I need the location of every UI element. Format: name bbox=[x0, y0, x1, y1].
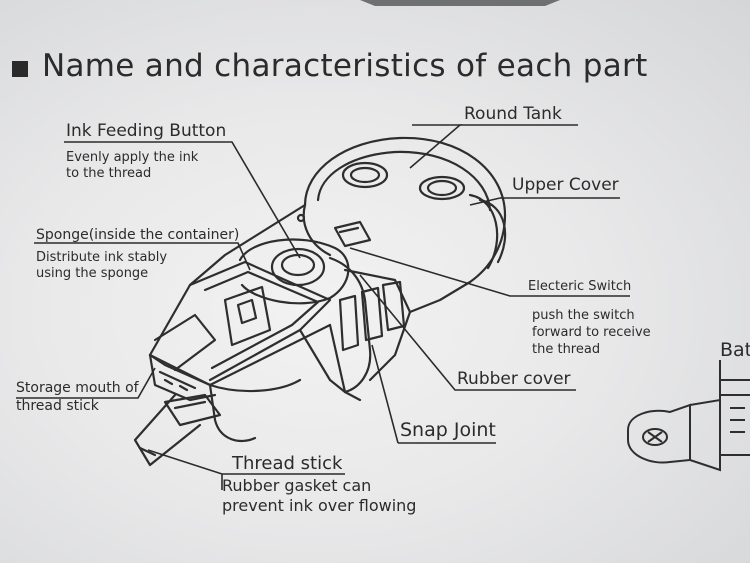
label-ink-feeding-button: Ink Feeding Button bbox=[66, 121, 227, 141]
desc-switch-2: forward to receive bbox=[532, 325, 651, 340]
label-electeric-switch: Electeric Switch bbox=[528, 279, 632, 294]
desc-sponge-1: Distribute ink stably bbox=[36, 250, 168, 265]
desc-switch-3: the thread bbox=[532, 342, 601, 357]
label-snap-joint: Snap Joint bbox=[400, 419, 496, 441]
page-title: Name and characteristics of each part bbox=[42, 48, 648, 84]
label-battery-partial: Bat bbox=[720, 339, 750, 361]
desc-ink-feeding-1: Evenly apply the ink bbox=[66, 150, 199, 165]
label-upper-cover: Upper Cover bbox=[512, 175, 619, 195]
title-bullet-icon bbox=[12, 61, 28, 77]
top-tab-shape bbox=[360, 0, 560, 6]
battery-partial-illustration bbox=[627, 360, 750, 472]
desc-switch-1: push the switch bbox=[532, 308, 635, 323]
title-row: Name and characteristics of each part bbox=[12, 48, 648, 84]
desc-thread-stick-2: prevent ink over flowing bbox=[222, 496, 417, 515]
label-storage-mouth-2: thread stick bbox=[16, 398, 99, 414]
label-thread-stick: Thread stick bbox=[232, 453, 343, 474]
label-sponge: Sponge(inside the container) bbox=[36, 227, 240, 243]
label-round-tank: Round Tank bbox=[464, 104, 562, 124]
desc-thread-stick-1: Rubber gasket can bbox=[222, 476, 372, 495]
desc-ink-feeding-2: to the thread bbox=[66, 166, 152, 181]
label-storage-mouth-1: Storage mouth of bbox=[16, 380, 139, 396]
desc-sponge-2: using the sponge bbox=[36, 266, 149, 281]
label-rubber-cover: Rubber cover bbox=[457, 369, 571, 389]
marker-body bbox=[133, 136, 507, 467]
leader-lines bbox=[16, 124, 630, 490]
